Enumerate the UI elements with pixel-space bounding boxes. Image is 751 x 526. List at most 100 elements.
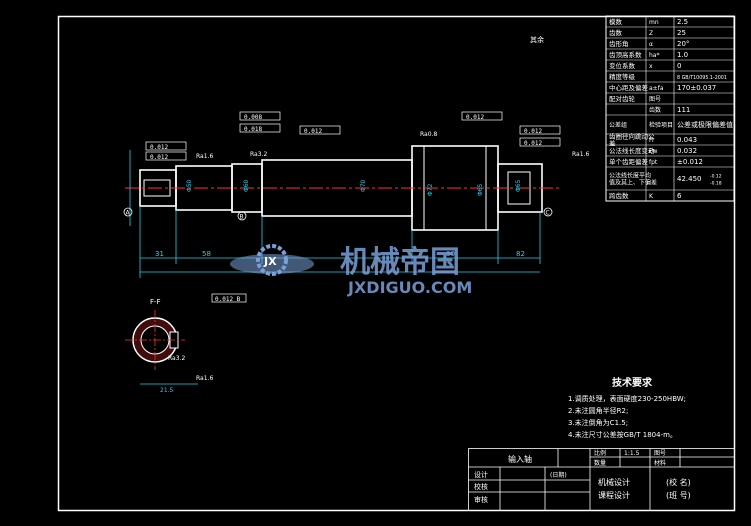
diameter-1: Φ50 xyxy=(186,179,193,192)
roughness-3: Ra0.8 xyxy=(420,131,437,138)
roughness-4: Ra1.6 xyxy=(572,151,589,158)
diameter-3: Φ70 xyxy=(360,179,367,192)
tolerance-frames xyxy=(145,111,561,161)
designer-label: 设计 xyxy=(474,470,488,479)
tolerance-3: 0.008 xyxy=(244,114,262,121)
diameter-4: Φ72 xyxy=(427,183,434,196)
diameter-5: Φ65 xyxy=(477,183,484,196)
gear-row-label-cont: 值及其上、下偏差 xyxy=(609,179,657,187)
gear-row-symbol: Fw xyxy=(649,148,657,155)
tolerance-1: 0.012 xyxy=(150,144,168,151)
gear-row-label: 公差组 xyxy=(609,121,627,129)
gear-row-label: 变位系数 xyxy=(609,61,636,70)
title-block xyxy=(468,448,735,511)
gear-row-symbol: 检验项目 xyxy=(649,121,673,129)
logo-wing xyxy=(230,254,314,274)
roughness-2: Ra3.2 xyxy=(250,151,267,158)
course-design-2: 课程设计 xyxy=(598,490,630,500)
gear-row-label: 中心距及偏差 xyxy=(609,83,649,92)
tech-req-4: 4.未注尺寸公差按GB/T 1804-m。 xyxy=(568,430,677,439)
reviewer-label: 审核 xyxy=(474,495,488,504)
w-tol-lower: -0.18 xyxy=(710,181,722,187)
roughness-6: Ra1.6 xyxy=(196,375,213,382)
length-58: 58 xyxy=(202,250,211,258)
length-31: 31 xyxy=(155,250,164,258)
tolerance-4: 0.018 xyxy=(244,126,262,133)
gear-row-value: 6 xyxy=(677,192,682,200)
gear-row-value: 170±0.037 xyxy=(677,84,716,92)
datum-a: A xyxy=(126,210,131,217)
watermark-logo: JX 机械帝国 JXDIGUO.COM xyxy=(230,244,472,297)
course-design-1: 机械设计 xyxy=(598,477,630,487)
gear-row-label: 公法线长度平均 xyxy=(609,172,651,180)
title-block-text: 输入轴 比例 1:1.5 图号 数量 材料 设计 (日期) 校核 审核 机械设计… xyxy=(474,449,691,504)
section-title: F-F xyxy=(150,298,161,306)
drawing-frame xyxy=(57,15,736,512)
gear-row-value: 0 xyxy=(677,62,681,70)
checker-label: 校核 xyxy=(474,482,488,491)
roughness-1: Ra1.6 xyxy=(196,153,213,160)
date-label: (日期) xyxy=(550,471,567,479)
gear-row-symbol: x xyxy=(649,63,653,70)
gear-row-value: 2.5 xyxy=(677,18,688,26)
roughness-labels: Ra1.6 Ra3.2 Ra0.8 Ra1.6 其余 Ra3.2 Ra1.6 xyxy=(168,35,589,382)
gear-row-label: 齿数 xyxy=(609,28,623,37)
tech-req-2: 2.未注圆角半径R2; xyxy=(568,406,628,415)
gear-row-label: 齿顶高系数 xyxy=(609,50,642,59)
gear-row-symbol: 图号 xyxy=(649,96,661,103)
gear-row-value: 8 GB/T10095.1-2001 xyxy=(677,75,727,81)
gear-row-symbol: 齿数 xyxy=(649,106,661,114)
gear-row-label: 齿形角 xyxy=(609,39,629,48)
gear-row-symbol: a±fa xyxy=(649,85,664,92)
section-datum-frame: 0.012 B xyxy=(215,296,241,303)
gear-row-symbol: Fr xyxy=(649,137,655,144)
ratio-value: 1:1.5 xyxy=(624,450,640,457)
gear-row-value: 25 xyxy=(677,29,686,37)
roughness-5: Ra3.2 xyxy=(168,355,185,362)
datum-b: B xyxy=(240,214,244,221)
qty-label: 数量 xyxy=(594,459,606,467)
gear-row-symbol: fpt xyxy=(649,159,658,166)
gear-row-value: ±0.012 xyxy=(677,158,703,166)
gear-row-value: 42.450 xyxy=(677,175,702,183)
gear-row-symbol: mn xyxy=(649,19,659,26)
gear-row-value: 20° xyxy=(677,40,689,48)
gear-row-label: 模数 xyxy=(609,17,623,26)
school-name: (校 名) xyxy=(666,477,691,487)
surface-note: 其余 xyxy=(530,35,544,44)
datum-markers: A B C xyxy=(123,207,553,221)
material-label: 材料 xyxy=(654,459,666,467)
datum-c: C xyxy=(546,210,550,217)
gear-row-label: 跨齿数 xyxy=(609,191,629,200)
gear-row-value: 公差或极限偏差值 xyxy=(677,120,733,129)
gear-row-label: 单个齿距偏差 xyxy=(609,157,649,166)
drawing-no-label: 图号 xyxy=(654,450,666,457)
tech-req-title: 技术要求 xyxy=(612,376,653,389)
gear-row-label: 公法线长度变动 xyxy=(609,146,655,155)
technical-requirements: 技术要求 1.调质处理，表面硬度230-250HBW; 2.未注圆角半径R2; … xyxy=(568,376,686,439)
gear-row-value: 0.043 xyxy=(677,136,697,144)
logo-chinese: 机械帝国 xyxy=(340,245,460,280)
section-dim: 21.5 xyxy=(160,387,174,394)
tolerance-8: 0.012 xyxy=(524,140,542,147)
w-tol-upper: -0.12 xyxy=(710,174,722,180)
gear-row-symbol: ha* xyxy=(649,52,659,59)
tolerance-6: 0.012 xyxy=(466,114,484,121)
gear-row-symbol: K xyxy=(649,193,654,200)
gear-row-symbol: Z xyxy=(649,30,653,37)
gear-row-label: 精度等级 xyxy=(609,72,636,81)
gear-row-value: 0.032 xyxy=(677,147,697,155)
section-view: F-F 0.012 B 21.5 xyxy=(125,293,247,394)
gear-row-label-cont: 差 xyxy=(609,139,616,148)
diameter-labels: Φ50 Φ60 Φ70 Φ72 Φ65 Φ65 xyxy=(186,179,522,196)
gear-row-label: 齿圈径向跳动公 xyxy=(609,132,655,141)
tolerance-5: 0.012 xyxy=(304,128,322,135)
length-30: 30 xyxy=(446,250,455,258)
gear-row-value: 1.0 xyxy=(677,51,688,59)
gear-row-label: 配对齿轮 xyxy=(609,94,636,103)
length-82: 82 xyxy=(516,250,525,258)
gear-row-value: 111 xyxy=(677,106,690,114)
ratio-label: 比例 xyxy=(594,449,606,457)
